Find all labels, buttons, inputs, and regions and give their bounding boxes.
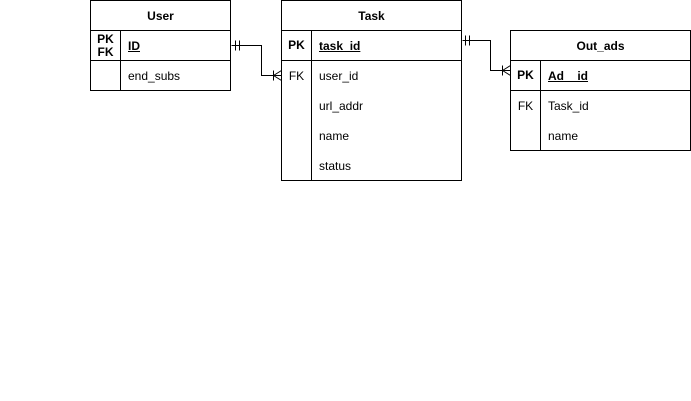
attribute-row: url_addr [282, 91, 461, 121]
key-label [511, 121, 541, 150]
key-label: PK [282, 31, 312, 60]
entity-title: Out_ads [511, 31, 690, 61]
attribute-row: end_subs [91, 61, 230, 91]
field-name: task_id [319, 38, 361, 53]
primary-key-row: PK Ad__id [511, 61, 690, 91]
field-name: Task_id [548, 99, 589, 113]
attribute-row: name [511, 121, 690, 150]
attribute-row: FK user_id [282, 61, 461, 91]
key-label: FK [282, 61, 312, 91]
field-name: Ad__id [548, 68, 589, 83]
relationship-task-out-ads[interactable] [462, 35, 511, 76]
entity-user[interactable]: User PK FK ID end_subs [90, 0, 231, 91]
field-name: user_id [319, 69, 359, 83]
field-name: name [319, 129, 350, 143]
field-name: status [319, 158, 352, 173]
key-label [282, 151, 312, 180]
entity-title: Task [282, 1, 461, 31]
field-name: name [548, 128, 579, 143]
key-label [282, 121, 312, 151]
key-label: PK FK [91, 31, 121, 60]
entity-out-ads[interactable]: Out_ads PK Ad__id FK Task_id name [510, 30, 691, 151]
entity-task[interactable]: Task PK task_id FK user_id url_addr name… [281, 0, 462, 181]
attribute-row: name [282, 121, 461, 151]
key-label [282, 91, 312, 121]
crows-foot-line [273, 70, 282, 76]
key-label [91, 61, 121, 91]
field-name: ID [128, 38, 140, 53]
key-label: PK [511, 61, 541, 90]
connector-line [462, 40, 511, 71]
attribute-row: status [282, 151, 461, 180]
connector-line [231, 45, 282, 76]
primary-key-row: PK task_id [282, 31, 461, 61]
primary-key-row: PK FK ID [91, 31, 230, 61]
entity-title: User [91, 1, 230, 31]
crows-foot-line [273, 75, 282, 81]
field-name: url_addr [319, 99, 364, 113]
crows-foot-line [502, 65, 511, 71]
crows-foot-line [502, 70, 511, 76]
attribute-row: FK Task_id [511, 91, 690, 121]
relationship-user-task[interactable] [231, 40, 282, 81]
key-label: FK [511, 91, 541, 121]
field-name: end_subs [128, 69, 181, 83]
